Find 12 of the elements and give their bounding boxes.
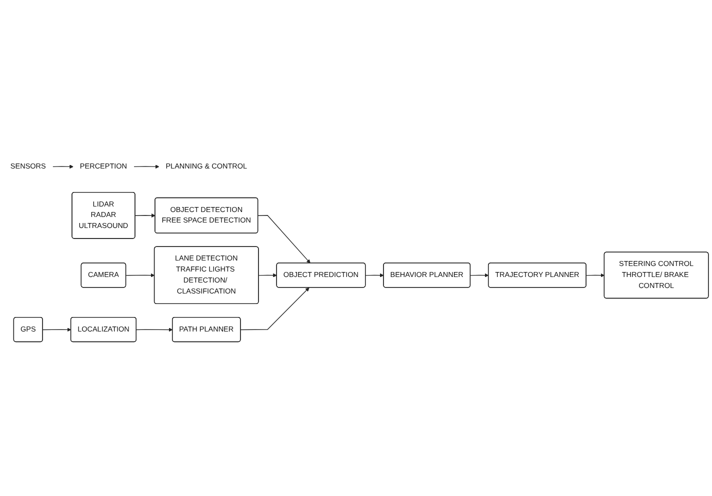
arrow bbox=[52, 164, 74, 169]
arrow bbox=[365, 273, 384, 278]
arrow bbox=[258, 273, 277, 278]
arrow bbox=[126, 273, 155, 278]
arrow bbox=[134, 214, 156, 218]
arrow bbox=[134, 164, 160, 169]
arrow bbox=[470, 273, 489, 278]
arrow bbox=[240, 287, 310, 330]
arrow bbox=[136, 328, 173, 332]
arrow bbox=[42, 328, 72, 332]
arrow bbox=[258, 215, 310, 264]
arrow bbox=[586, 273, 605, 278]
